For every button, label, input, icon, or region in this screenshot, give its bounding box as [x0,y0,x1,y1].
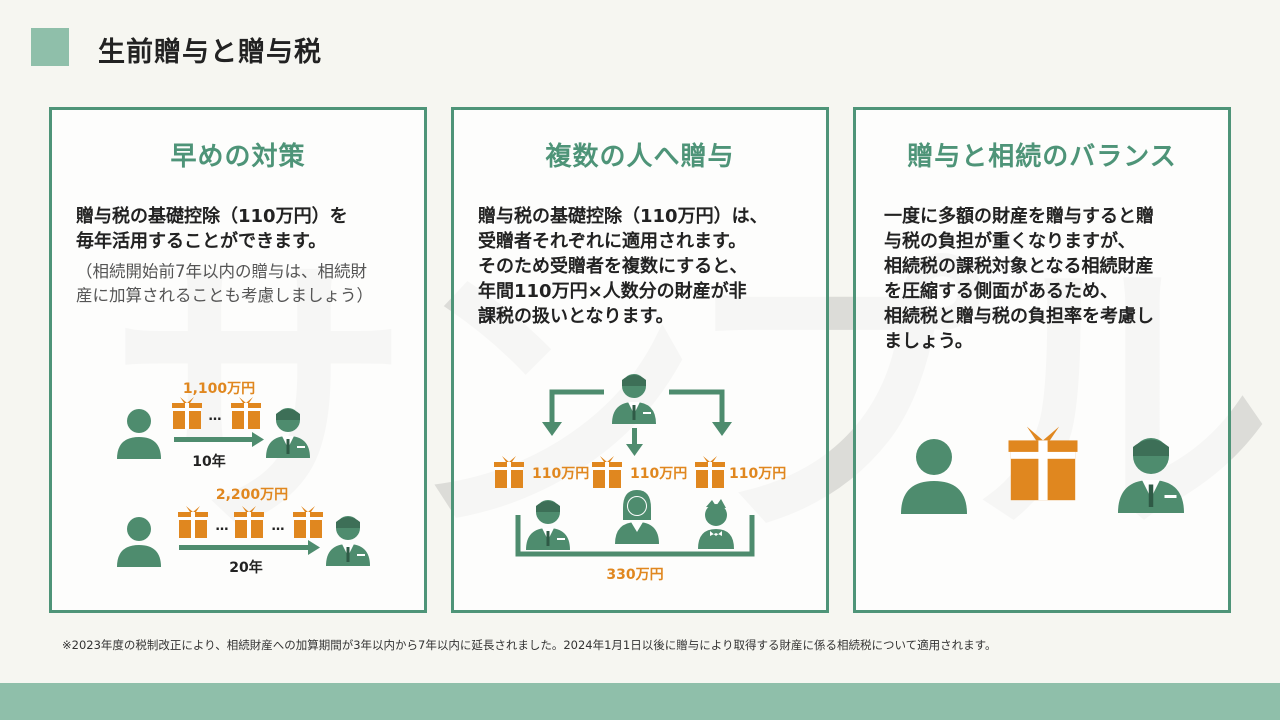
receiver-person-icon [266,408,310,458]
footnote: ※2023年度の税制改正により、相続財産への加算期間が3年以内から7年以内に延長… [62,638,997,652]
arrow-head-icon [308,540,320,555]
body-line: を圧縮する側面があるため、 [884,281,1118,302]
receiver-person-icon [1118,438,1184,513]
years-label: 10年 [192,453,225,470]
arrow-shaft [179,545,309,550]
amount-label: 1,100万円 [183,381,255,397]
panel-title: 複数の人へ贈与 [545,142,735,172]
recipient-person-icon [698,499,734,549]
body-line: 贈与税の基礎控除（110万円）を [76,206,348,227]
gift-amount-label: 110万円 [729,466,786,482]
panel-body: 一度に多額の財産を贈与すると贈 与税の負担が重くなりますが、 相続税の課税対象と… [884,204,1208,354]
body-line: 与税の負担が重くなりますが、 [884,231,1136,252]
recipient-person-icon [615,490,659,544]
giver-person-icon [901,439,967,514]
gift-icon [234,506,264,538]
panel-early-measures: 早めの対策 贈与税の基礎控除（110万円）を 毎年活用することができます。 （相… [49,107,427,613]
giver-person-icon [117,517,161,567]
giver-person-icon [117,409,161,459]
bottom-bar [0,683,1280,720]
panel-body: 贈与税の基礎控除（110万円）を 毎年活用することができます。 [76,204,404,254]
body-line: 毎年活用することができます。 [76,231,327,252]
gift-icon [695,456,725,488]
body-line: 相続税の課税対象となる相続財産 [884,256,1154,277]
body-line: そのため受贈者を複数にすると、 [478,256,748,277]
gift-icon [172,397,202,429]
gift-icon [231,397,261,429]
giver-person-icon [612,374,656,424]
panel-note: （相続開始前7年以内の贈与は、相続財 産に加算されることも考慮しましょう） [76,260,408,308]
amount-label: 2,200万円 [216,487,288,503]
panel-body: 贈与税の基礎控除（110万円）は、 受贈者それぞれに適用されます。 そのため受贈… [478,204,806,329]
multiple-recipients-illustration: 110万円 110万円 110万円 330万円 [494,374,786,583]
ellipsis: … [272,519,285,534]
recipient-person-icon [526,500,570,550]
note-line: 産に加算されることも考慮しましょう） [76,286,373,305]
gift-icon [293,506,323,538]
body-line: 課税の扱いとなります。 [478,306,674,327]
arrow-down-shaft [632,428,637,446]
ellipsis: … [209,409,222,424]
annual-gift-illustration: 1,100万円 … 10年 2,200万円 … … 20年 [117,381,370,576]
gift-icon [178,506,208,538]
body-line: 年間110万円×人数分の財産が非 [478,281,747,302]
body-line: 一度に多額の財産を贈与すると贈 [884,206,1154,227]
gift-amount-label: 110万円 [630,466,687,482]
total-label: 330万円 [606,567,663,583]
arrow-head-icon [252,432,264,447]
note-line: （相続開始前7年以内の贈与は、相続財 [76,262,367,281]
gift-icon [592,456,622,488]
arrow-right-path [669,389,725,425]
ellipsis: … [216,519,229,534]
gift-amount-label: 110万円 [532,466,589,482]
panel-title: 贈与と相続のバランス [907,142,1177,172]
panel-title: 早めの対策 [170,142,306,172]
balance-illustration [901,426,1184,514]
page-title: 生前贈与と贈与税 [98,37,322,68]
arrow-head-icon [542,422,562,436]
years-label: 20年 [229,559,262,576]
arrow-head-icon [626,444,643,456]
arrow-left-path [549,389,604,425]
panel-multiple-recipients: 複数の人へ贈与 贈与税の基礎控除（110万円）は、 受贈者それぞれに適用されます… [451,107,829,613]
body-line: 相続税と贈与税の負担率を考慮し [884,306,1154,327]
arrow-shaft [174,437,254,442]
gift-icon [494,456,524,488]
arrow-head-icon [712,422,732,436]
receiver-person-icon [326,516,370,566]
group-bracket [515,515,755,557]
body-line: 贈与税の基礎控除（110万円）は、 [478,206,768,227]
panel-gift-inheritance-balance: 贈与と相続のバランス 一度に多額の財産を贈与すると贈 与税の負担が重くなりますが… [853,107,1231,613]
body-line: ましょう。 [884,331,973,352]
gift-icon [1008,426,1078,501]
body-line: 受贈者それぞれに適用されます。 [478,231,747,252]
title-accent-square [31,28,69,66]
